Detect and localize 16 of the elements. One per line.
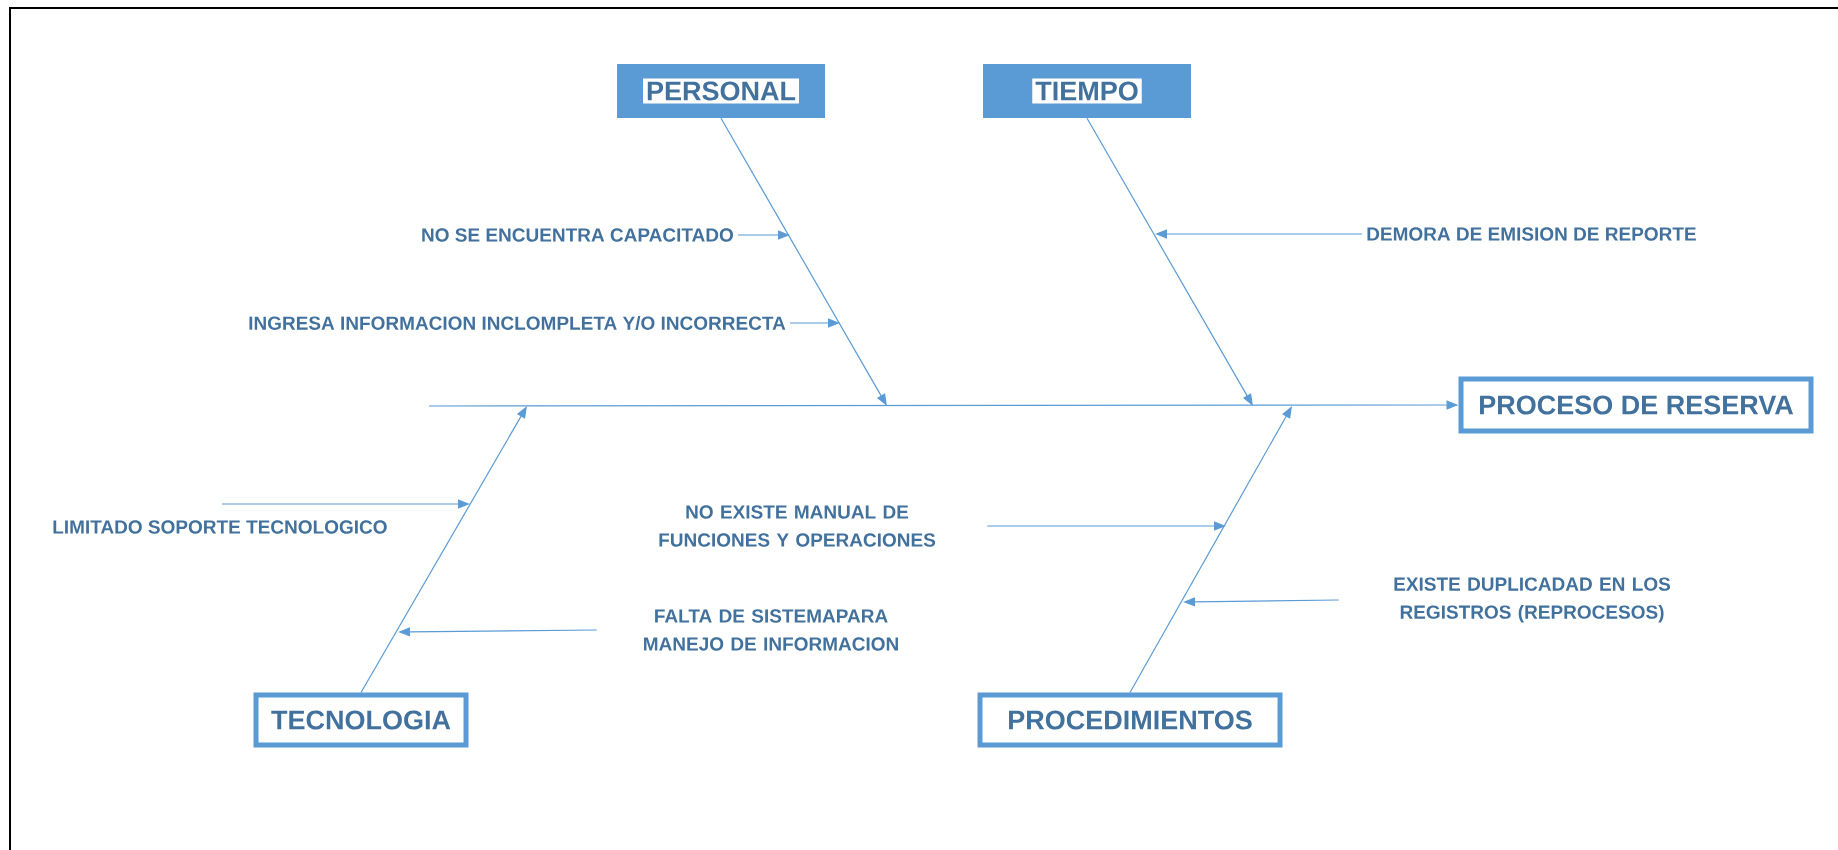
- category-box: TECNOLOGIA: [253, 692, 469, 748]
- category-box: PROCEDIMIENTOS: [977, 692, 1283, 748]
- cause-label: NO SE ENCUENTRA CAPACITADO: [422, 228, 733, 242]
- arrow: [1129, 406, 1292, 694]
- cause-label: DEMORA DE EMISION DE REPORTE: [1367, 227, 1696, 241]
- cause-label: FALTA DE SISTEMAPARA MANEJO DE INFORMACION: [644, 609, 898, 651]
- category-box: PERSONAL: [617, 64, 825, 118]
- cause-label: INGRESA INFORMACION INCLOMPLETA Y/O INCORRECTA: [249, 315, 786, 331]
- category-box: TIEMPO: [983, 64, 1191, 118]
- arrow: [720, 117, 887, 406]
- cause-label: NO EXISTE MANUAL DE FUNCIONES Y OPERACIONES: [659, 505, 936, 547]
- arrow: [360, 406, 527, 694]
- cause-label: EXISTE DUPLICADAD EN LOS REGISTROS (REPROCESOS): [1394, 577, 1671, 623]
- cause-label: LIMITADO SOPORTE TECNOLOGICO: [53, 520, 387, 534]
- effect-box: PROCESO DE RESERVA: [1458, 376, 1814, 434]
- arrow: [1086, 117, 1253, 406]
